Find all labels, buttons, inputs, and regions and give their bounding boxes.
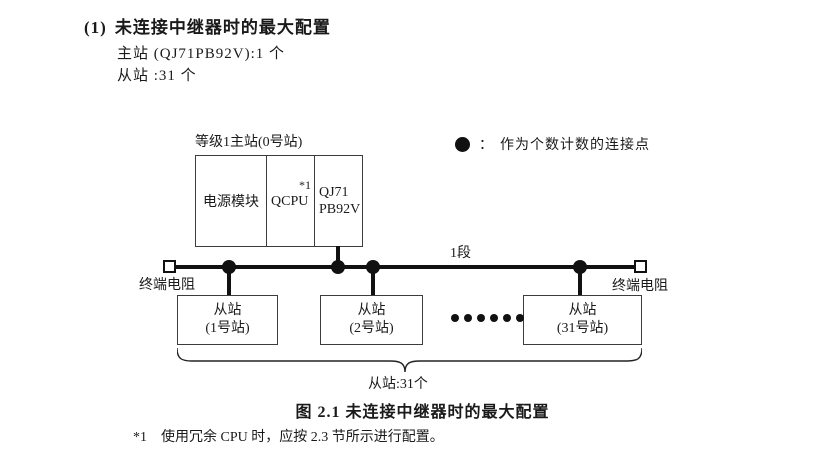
slave31-drop-line: [578, 267, 582, 296]
module-name-line2: PB92V: [319, 202, 361, 217]
ellipsis-dot: [503, 314, 511, 322]
connection-dot-icon: [331, 260, 345, 274]
cpu-label: QCPU: [271, 194, 309, 209]
slave-name: 从站: [357, 303, 386, 318]
slave-name: 从站: [568, 303, 597, 318]
slave-count-line: 从站 :31 个: [117, 68, 197, 84]
figure-caption: 图 2.1 未连接中继器时的最大配置: [295, 404, 550, 421]
section-title: 未连接中继器时的最大配置: [114, 18, 331, 37]
slave2-drop-line: [371, 267, 375, 296]
bus-segment-line: [169, 265, 641, 269]
slave-station-box-2: 从站 (2号站): [320, 295, 423, 345]
terminating-resistor-icon: [163, 260, 176, 273]
legend-colon: ：: [479, 138, 493, 153]
slave-station-number: (1号站): [205, 321, 250, 336]
connection-dot-icon: [222, 260, 236, 274]
brace-label: 从站:31个: [368, 377, 428, 392]
slave-name: 从站: [213, 303, 242, 318]
master-station-box: 电源模块 *1 QCPU QJ71 PB92V: [195, 155, 363, 247]
terminator-label-right: 终端电阻: [612, 279, 668, 294]
master-count-line: 主站 (QJ71PB92V):1 个: [117, 46, 286, 62]
slave-station-box-31: 从站 (31号站): [523, 295, 642, 345]
slave1-drop-line: [227, 267, 231, 296]
legend-text: 作为个数计数的连接点: [500, 138, 650, 153]
terminating-resistor-icon: [634, 260, 647, 273]
module-name-line1: QJ71: [319, 185, 349, 200]
section-heading: (1) 未连接中继器时的最大配置: [84, 13, 331, 38]
connection-dot-icon: [573, 260, 587, 274]
section-number: (1): [84, 18, 107, 37]
footnote: *1 使用冗余 CPU 时，应按 2.3 节所示进行配置。: [133, 426, 444, 446]
segment-label: 1段: [450, 246, 471, 261]
master-drop-line: [336, 246, 340, 267]
brace: [177, 347, 642, 373]
ellipsis-dots: [451, 314, 524, 322]
slave-station-box-1: 从站 (1号站): [177, 295, 278, 345]
ellipsis-dot: [490, 314, 498, 322]
master-station-label: 等级1主站(0号站): [195, 135, 303, 150]
footnote-text: 使用冗余 CPU 时，应按 2.3 节所示进行配置。: [161, 430, 444, 445]
cpu-footnote-ref: *1: [299, 178, 311, 192]
power-module-cell: 电源模块: [203, 195, 259, 210]
legend: ： 作为个数计数的连接点: [455, 134, 650, 154]
ellipsis-dot: [477, 314, 485, 322]
ellipsis-dot: [516, 314, 524, 322]
ellipsis-dot: [451, 314, 459, 322]
terminator-label-left: 终端电阻: [139, 278, 195, 293]
slave-station-number: (2号站): [349, 321, 394, 336]
footnote-marker: *1: [133, 430, 147, 445]
slave-station-number: (31号站): [556, 321, 609, 336]
pb92v-module-cell: QJ71 PB92V: [314, 156, 362, 246]
connection-dot-icon: [455, 136, 470, 152]
cpu-cell: *1 QCPU: [266, 156, 314, 246]
ellipsis-dot: [464, 314, 472, 322]
connection-dot-icon: [366, 260, 380, 274]
